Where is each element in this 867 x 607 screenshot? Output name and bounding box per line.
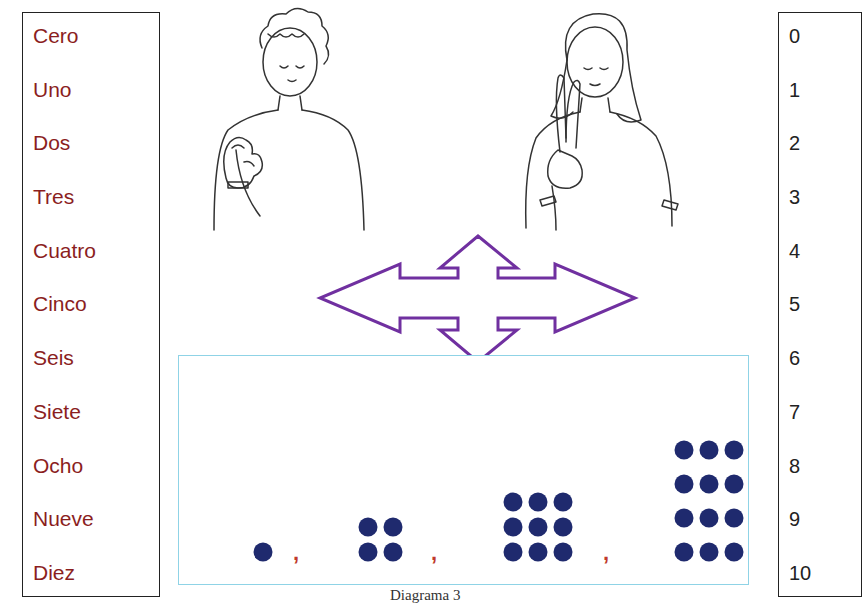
numeral: 8	[789, 453, 851, 479]
four-way-arrow	[320, 236, 635, 362]
dot	[675, 543, 694, 562]
dot	[675, 509, 694, 528]
dot	[504, 518, 523, 537]
numeral: 7	[789, 399, 851, 425]
dot	[554, 518, 573, 537]
word-list-box: CeroUnoDosTresCuatroCincoSeisSieteOchoNu…	[22, 12, 160, 597]
numeral: 0	[789, 23, 851, 49]
dot	[554, 493, 573, 512]
signing-people	[214, 8, 678, 230]
number-word: Cuatro	[33, 238, 149, 264]
dot	[359, 543, 378, 562]
caption: Diagrama 3	[390, 587, 460, 604]
numeral: 5	[789, 291, 851, 317]
dot	[700, 509, 719, 528]
number-word: Nueve	[33, 506, 149, 532]
numeral: 3	[789, 184, 851, 210]
number-word: Seis	[33, 345, 149, 371]
dot	[700, 543, 719, 562]
number-word: Cinco	[33, 291, 149, 317]
number-word: Dos	[33, 130, 149, 156]
dot	[725, 509, 744, 528]
separator-comma: ,	[431, 542, 437, 564]
numeral: 4	[789, 238, 851, 264]
dot	[504, 493, 523, 512]
number-list-box: 0 1 2 3 4 5 6 7 8 9 10	[778, 12, 862, 597]
dot	[384, 543, 403, 562]
separator-comma: ,	[603, 542, 609, 564]
numeral: 6	[789, 345, 851, 371]
dot	[675, 475, 694, 494]
dot	[529, 543, 548, 562]
numeral: 10	[789, 560, 851, 586]
dot	[254, 543, 273, 562]
dot	[504, 543, 523, 562]
dot	[700, 441, 719, 460]
dot	[359, 518, 378, 537]
numeral: 1	[789, 77, 851, 103]
number-word: Tres	[33, 184, 149, 210]
separator-comma: ,	[293, 542, 299, 564]
dot-pattern-box: ,,,	[178, 355, 749, 585]
numeral: 2	[789, 130, 851, 156]
dot	[700, 475, 719, 494]
dot	[675, 441, 694, 460]
dot	[529, 518, 548, 537]
dot	[554, 543, 573, 562]
dot	[384, 518, 403, 537]
dot	[529, 493, 548, 512]
dot	[725, 475, 744, 494]
number-word: Siete	[33, 399, 149, 425]
number-word: Cero	[33, 23, 149, 49]
dot-patterns	[179, 356, 750, 586]
number-word: Diez	[33, 560, 149, 586]
dot	[725, 441, 744, 460]
number-word: Uno	[33, 77, 149, 103]
dot	[725, 543, 744, 562]
numeral: 9	[789, 506, 851, 532]
number-word: Ocho	[33, 453, 149, 479]
